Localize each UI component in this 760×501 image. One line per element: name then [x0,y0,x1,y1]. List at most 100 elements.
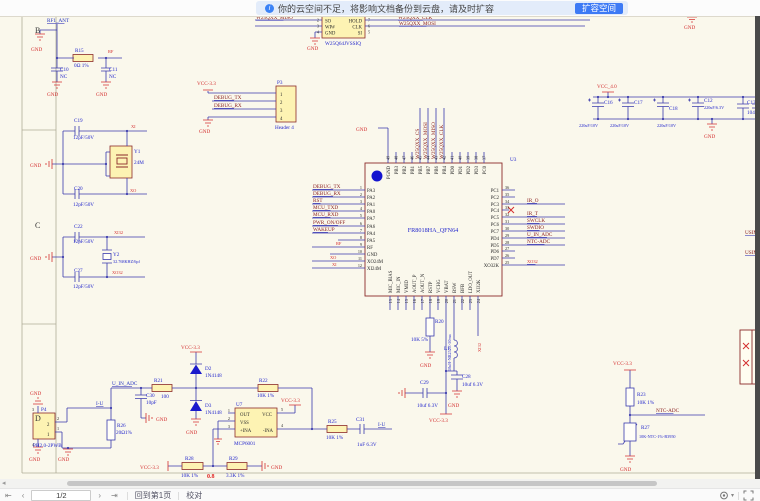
r23-val: 10K 1% [637,400,655,406]
fit-view-button[interactable] [743,490,754,501]
pwr-vcc40: VCC_4.0 [597,84,617,90]
view-options-button[interactable]: ▾ [719,491,734,500]
c31-val: 1uF 6.3V [357,442,377,448]
net-w25-mosi-v: W25QXX_MOSI [423,122,429,159]
u3-lname-xi24m: XI24M [367,267,382,272]
l1-val: 10uH-NR2520>50ma [447,334,452,371]
prev-page-button[interactable]: ‹ [21,491,25,500]
u3-lname-pa1: PA1 [367,203,376,208]
u7-pin-ina-n: -INA [263,429,274,434]
gnd-c28: GND [448,403,459,409]
horizontal-scrollbar-thumb[interactable] [67,481,657,486]
u3-rnum-30: 30 [505,226,509,231]
junction-dot [661,95,665,99]
u3-lname-rf: RF [367,246,373,251]
u3-lnum-9: 9 [360,242,362,247]
u3-tnum-40: 40 [458,156,463,160]
u3-tname-pd0: PD0 [451,165,456,174]
r22-ref: R22 [259,378,268,384]
u3-tname-pd2: PD2 [467,165,472,174]
junction-dot [596,95,600,99]
u3-tname-pgnd: PGND [387,165,392,179]
gnd-flash: GND [307,46,318,52]
u3-lnum-8: 8 [360,235,362,240]
resistor-r21 [151,384,173,392]
junction-dot [444,369,448,373]
c17-val: 220uF/10V [610,123,629,128]
resistor-r15 [72,54,94,62]
gnd-rf1: GND [31,47,42,53]
diode-d3 [190,401,202,411]
u3-rname-pd6: PD6 [490,250,499,255]
junction-dot [444,391,448,395]
junction-dot [310,427,314,431]
junction-dot [696,117,700,121]
r23-ref: R23 [637,392,646,398]
vertical-scrollbar[interactable] [755,16,760,479]
back-to-first-page-button[interactable]: 回到第1页 [134,491,172,500]
flash-pin-si: SI [358,32,363,37]
page-indicator[interactable]: 1/2 [31,490,92,501]
horizontal-scrollbar[interactable]: ◂ [0,479,760,488]
u3-lnum-7: 7 [360,228,362,233]
u7-pin-vss: VSS [240,421,249,426]
u7-ref: U7 [236,402,243,408]
u3-bname-bfb: BFB [461,284,466,293]
u3-tname-pd1: PD1 [459,165,464,174]
p4-ref: P4 [41,407,47,413]
last-page-button[interactable]: ⇥ [111,491,118,500]
inductor-l1 [453,339,458,359]
y2-ref: Y2 [113,252,120,258]
d2-val: 1N4148 [205,373,222,379]
net-usim-2: USIM_ [745,250,760,256]
gnd-ntc: GND [620,467,631,473]
net-ntc-adc: NTC-ADC [656,408,680,414]
next-page-button[interactable]: › [98,491,102,500]
pwr-vcc33-node: VCC-3.3 [429,418,448,424]
u3-rname-pd7: PD7 [490,257,499,262]
u7-num-1: 1 [228,408,230,413]
c22-ref: C22 [74,224,83,230]
c10-ref: C10 [60,67,69,73]
resistor-r25 [326,425,348,433]
net-pwr-onoff: PWR_ON/OFF [313,220,345,226]
u3-bnum-23: 23 [468,299,473,303]
flash-pin-clk: CLK [352,26,362,31]
u7-num-4: 4 [281,423,284,428]
net-rf-a: RF [108,49,114,54]
c19-val: 12pF/50V [73,135,94,141]
flash-pin-gnd: GND [325,32,336,37]
wires [37,19,760,467]
u3-bname-aout-n: AOUT_N [421,273,426,293]
net-xo32-l: XO32 [112,270,123,275]
u3-lnum-11: 11 [358,256,362,261]
c18-val: 220uF/10V [657,123,676,128]
gnd-c10: GND [47,92,58,98]
c17-ref: C17 [634,100,643,106]
u3-lnum-1: 1 [360,185,362,190]
expand-storage-button[interactable]: 扩容空间 [574,2,623,14]
u3-lname-pa2: PA2 [367,196,376,201]
u3-lnum-5: 5 [360,213,362,218]
flash-pin-so: SO [325,20,332,25]
u3-lname-pa7: PA7 [367,217,376,222]
u3-rname-pc4: PC4 [491,209,500,214]
u3-tnum-38: 38 [474,156,479,160]
c11-ref: C11 [109,67,118,73]
c29-val: 10uf 6.3V [417,402,438,409]
u3-rnum-29: 29 [505,233,509,238]
scroll-left-icon[interactable]: ◂ [2,480,6,487]
bottom-toolbar: ⇤ ‹ 1/2 › ⇥ 回到第1页 校对 ▾ [0,488,760,501]
net-w25-miso-left: W25QXX_MISO [256,15,293,21]
power-symbols [33,16,750,471]
u3-rname-pd4: PD4 [490,237,499,242]
proofread-button[interactable]: 校对 [186,491,203,500]
c31-ref: C31 [356,417,365,423]
u3-tnum-49: 49 [386,156,391,160]
first-page-button[interactable]: ⇤ [5,491,12,500]
junction-dot [125,129,129,133]
c19-ref: C19 [74,118,83,124]
u3-bnum-17: 17 [420,299,425,303]
u3-bname-aout-p: AOUT_P [413,274,418,293]
